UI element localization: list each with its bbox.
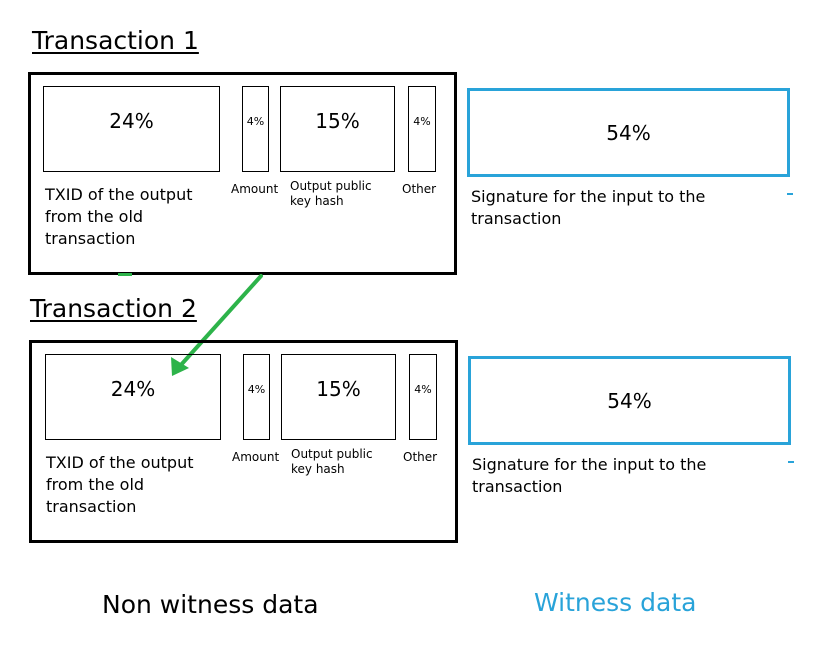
non-witness-data-label: Non witness data <box>102 590 319 619</box>
transaction-2-output-pkh-label: Output public key hash <box>291 447 373 477</box>
transaction-2-txid-box: 24% <box>45 354 221 440</box>
arrow-head <box>171 357 189 376</box>
arrow-tail-mark <box>118 273 132 276</box>
transaction-2-witness-percent: 54% <box>607 388 652 413</box>
transaction-2-other-label: Other <box>403 450 438 464</box>
transaction-1-output-pkh-percent: 15% <box>315 109 360 133</box>
transaction-1-txid-box: 24% <box>43 86 220 172</box>
transaction-2-output-pkh-label-line-2: key hash <box>291 462 345 476</box>
transaction-1-txid-label-line-3: transaction <box>45 229 136 248</box>
transaction-1-txid-label-line-1: TXID of the output <box>45 185 193 204</box>
transaction-2-txid-percent: 24% <box>110 377 156 401</box>
transaction-1-title: Transaction 1 <box>32 26 199 55</box>
transaction-2-amount-label: Amount <box>232 450 280 464</box>
transaction-1-output-pkh-box: 15% <box>280 86 395 172</box>
transaction-2-amount-box: 4% <box>243 354 270 440</box>
transaction-1-txid-percent: 24% <box>109 109 154 133</box>
transaction-1-witness-label-line-1: Signature for the input to the <box>471 187 706 206</box>
transaction-1-other-label: Other <box>402 182 437 196</box>
transaction-2-txid-label-line-3: transaction <box>46 497 137 516</box>
transaction-2-witness-label-line-1: Signature for the input to the <box>472 455 707 474</box>
transaction-1-txid-label: TXID of the output from the old transact… <box>45 184 192 250</box>
transaction-1-other-box: 4% <box>408 86 436 172</box>
transaction-2-witness-label: Signature for the input to the transacti… <box>472 454 706 498</box>
transaction-2-other-percent: 4% <box>414 382 432 396</box>
transaction-2-non-witness-box <box>29 340 458 543</box>
arrow-shaft <box>178 274 263 368</box>
transaction-1-other-percent: 4% <box>413 114 431 128</box>
transaction-2-txid-label: TXID of the output from the old transact… <box>46 452 193 518</box>
transaction-1-output-pkh-label-line-2: key hash <box>290 194 344 208</box>
transaction-2-witness-label-line-2: transaction <box>472 477 563 496</box>
transaction-1-non-witness-box <box>28 72 457 275</box>
transaction-2-amount-percent: 4% <box>247 382 266 396</box>
transaction-1-witness-box: 54% <box>467 88 790 177</box>
transaction-1-amount-percent: 4% <box>246 114 265 128</box>
transaction-2-txid-label-line-2: from the old <box>46 475 145 494</box>
transaction-2-title: Transaction 2 <box>30 294 197 323</box>
transaction-1-output-pkh-label: Output public key hash <box>290 179 372 209</box>
witness-data-label: Witness data <box>534 588 697 617</box>
transaction-2-witness-edge-mark <box>788 461 794 463</box>
transaction-1-witness-label-line-2: transaction <box>471 209 562 228</box>
transaction-2-output-pkh-percent: 15% <box>316 377 361 401</box>
transaction-1-output-pkh-label-line-1: Output public <box>290 179 372 193</box>
transaction-1-witness-percent: 54% <box>606 120 651 145</box>
transaction-2-txid-label-line-1: TXID of the output <box>46 453 194 472</box>
transaction-2-other-box: 4% <box>409 354 437 440</box>
transaction-1-amount-box: 4% <box>242 86 269 172</box>
transaction-1-witness-edge-mark <box>787 193 793 195</box>
transaction-2-output-pkh-box: 15% <box>281 354 396 440</box>
transaction-1-witness-label: Signature for the input to the transacti… <box>471 186 705 230</box>
transaction-1-amount-label: Amount <box>231 182 279 196</box>
transaction-2-output-pkh-label-line-1: Output public <box>291 447 373 461</box>
transaction-1-txid-label-line-2: from the old <box>45 207 144 226</box>
transaction-2-witness-box: 54% <box>468 356 791 445</box>
